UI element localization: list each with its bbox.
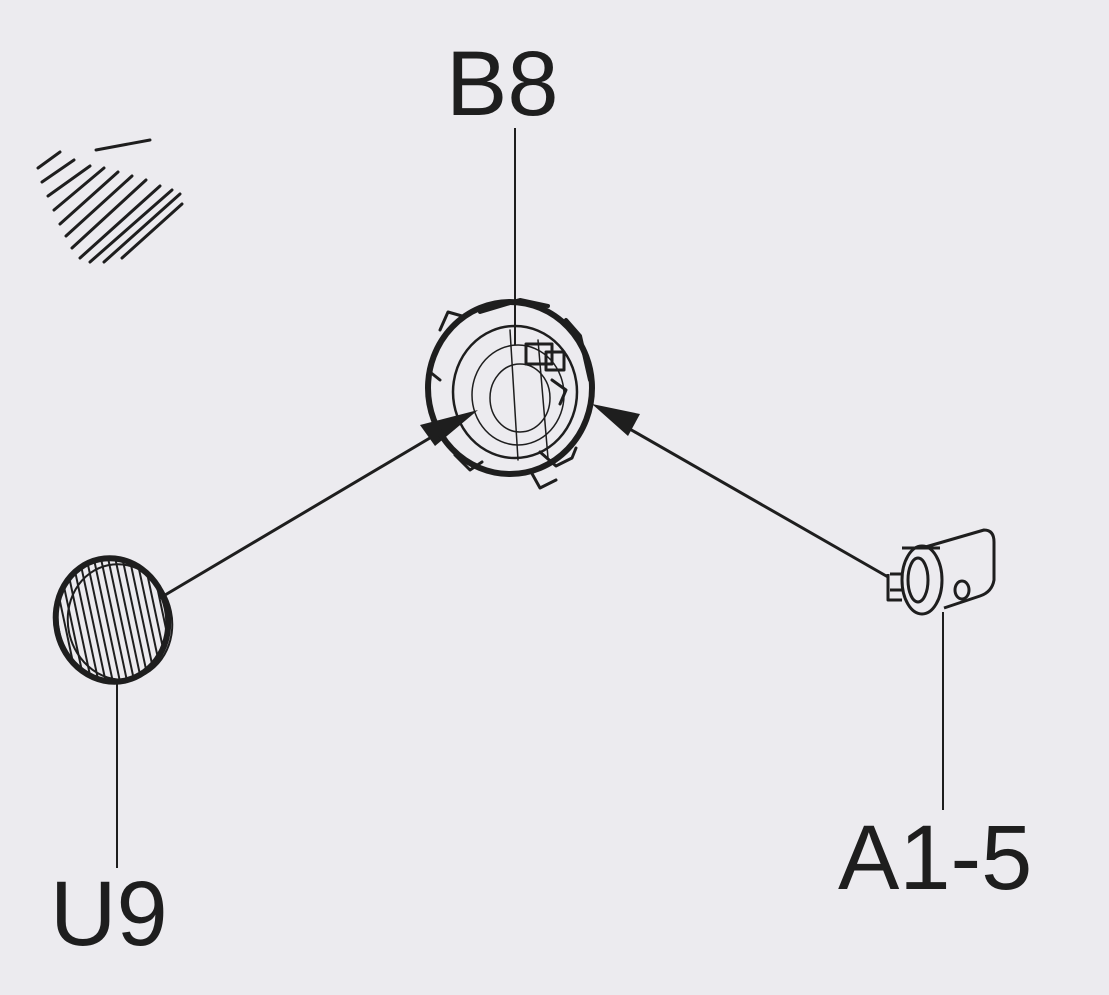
hatched-orientation-mark (36, 138, 184, 264)
part-label-b8: B8 (446, 33, 559, 135)
part-label-u9: U9 (50, 863, 168, 965)
ring-part-icon (425, 298, 595, 490)
disc-part-icon (52, 555, 174, 685)
part-label-a1-5: A1-5 (838, 807, 1033, 909)
arrow-u9-to-b8 (159, 410, 478, 600)
bracket-part-icon (886, 528, 996, 616)
arrow-a1-5-to-b8 (592, 404, 889, 579)
